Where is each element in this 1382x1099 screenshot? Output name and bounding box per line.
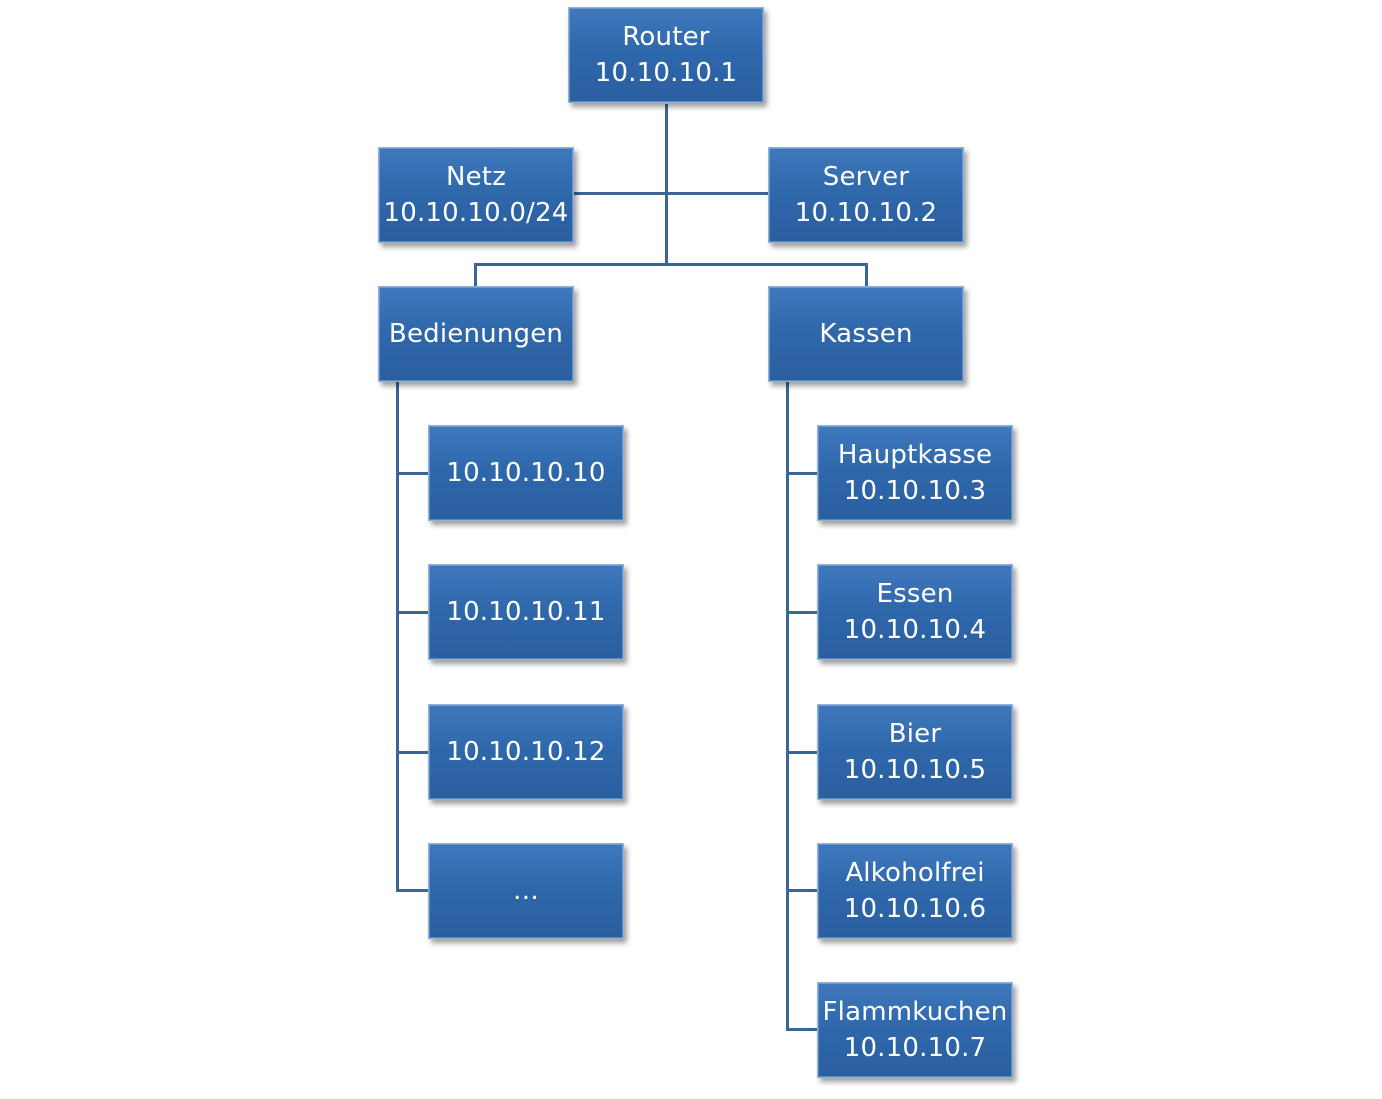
netz-node: Netz 10.10.10.0/24: [378, 147, 574, 243]
connector-kasse-2: [786, 611, 819, 614]
kasse-node-flammkuchen: Flammkuchen 10.10.10.7: [817, 982, 1013, 1078]
kasse-label: Alkoholfrei: [845, 858, 985, 888]
server-node: Server 10.10.10.2: [768, 147, 964, 243]
connector-bedienung-1: [396, 472, 429, 475]
kasse-ip: 10.10.10.7: [843, 1033, 987, 1063]
connector-server: [666, 192, 769, 195]
bedienung-more-ellipsis: …: [512, 876, 540, 906]
bedienungen-label: Bedienungen: [388, 319, 564, 349]
kasse-ip: 10.10.10.6: [843, 894, 987, 924]
connector-bedienungen-spine: [396, 382, 399, 892]
bedienung-more-node: …: [428, 843, 624, 939]
bedienung-device-ip: 10.10.10.10: [446, 458, 606, 488]
connector-kassen-spine: [786, 382, 789, 1031]
connector-kasse-5: [786, 1028, 819, 1031]
connector-to-kassen: [865, 263, 868, 286]
kasse-ip: 10.10.10.5: [843, 755, 987, 785]
bedienung-device-node: 10.10.10.12: [428, 704, 624, 800]
kasse-ip: 10.10.10.4: [843, 615, 987, 645]
bedienung-device-ip: 10.10.10.11: [446, 597, 606, 627]
kasse-label: Hauptkasse: [837, 440, 993, 470]
kasse-label: Essen: [876, 579, 954, 609]
netz-label: Netz: [445, 162, 507, 192]
connector-kasse-3: [786, 751, 819, 754]
router-node: Router 10.10.10.1: [568, 7, 764, 103]
kasse-node-hauptkasse: Hauptkasse 10.10.10.3: [817, 425, 1013, 521]
connector-branch-bar: [474, 263, 868, 266]
kasse-label: Bier: [888, 719, 942, 749]
kasse-node-alkoholfrei: Alkoholfrei 10.10.10.6: [817, 843, 1013, 939]
bedienung-device-ip: 10.10.10.12: [446, 737, 606, 767]
kassen-node: Kassen: [768, 286, 964, 382]
server-ip: 10.10.10.2: [794, 198, 938, 228]
bedienungen-node: Bedienungen: [378, 286, 574, 382]
connector-bedienung-3: [396, 751, 429, 754]
bedienung-device-node: 10.10.10.10: [428, 425, 624, 521]
kasse-node-essen: Essen 10.10.10.4: [817, 564, 1013, 660]
bedienung-device-node: 10.10.10.11: [428, 564, 624, 660]
connector-to-bedienungen: [474, 263, 477, 286]
server-label: Server: [822, 162, 910, 192]
router-label: Router: [622, 22, 710, 52]
kasse-label: Flammkuchen: [822, 997, 1008, 1027]
netz-ip: 10.10.10.0/24: [383, 198, 569, 228]
connector-bedienung-4: [396, 889, 429, 892]
connector-kasse-1: [786, 472, 819, 475]
kasse-node-bier: Bier 10.10.10.5: [817, 704, 1013, 800]
connector-router-trunk: [665, 104, 668, 266]
kassen-label: Kassen: [819, 319, 913, 349]
connector-netz: [574, 192, 667, 195]
connector-kasse-4: [786, 889, 819, 892]
router-ip: 10.10.10.1: [594, 58, 738, 88]
connector-bedienung-2: [396, 611, 429, 614]
kasse-ip: 10.10.10.3: [843, 476, 987, 506]
